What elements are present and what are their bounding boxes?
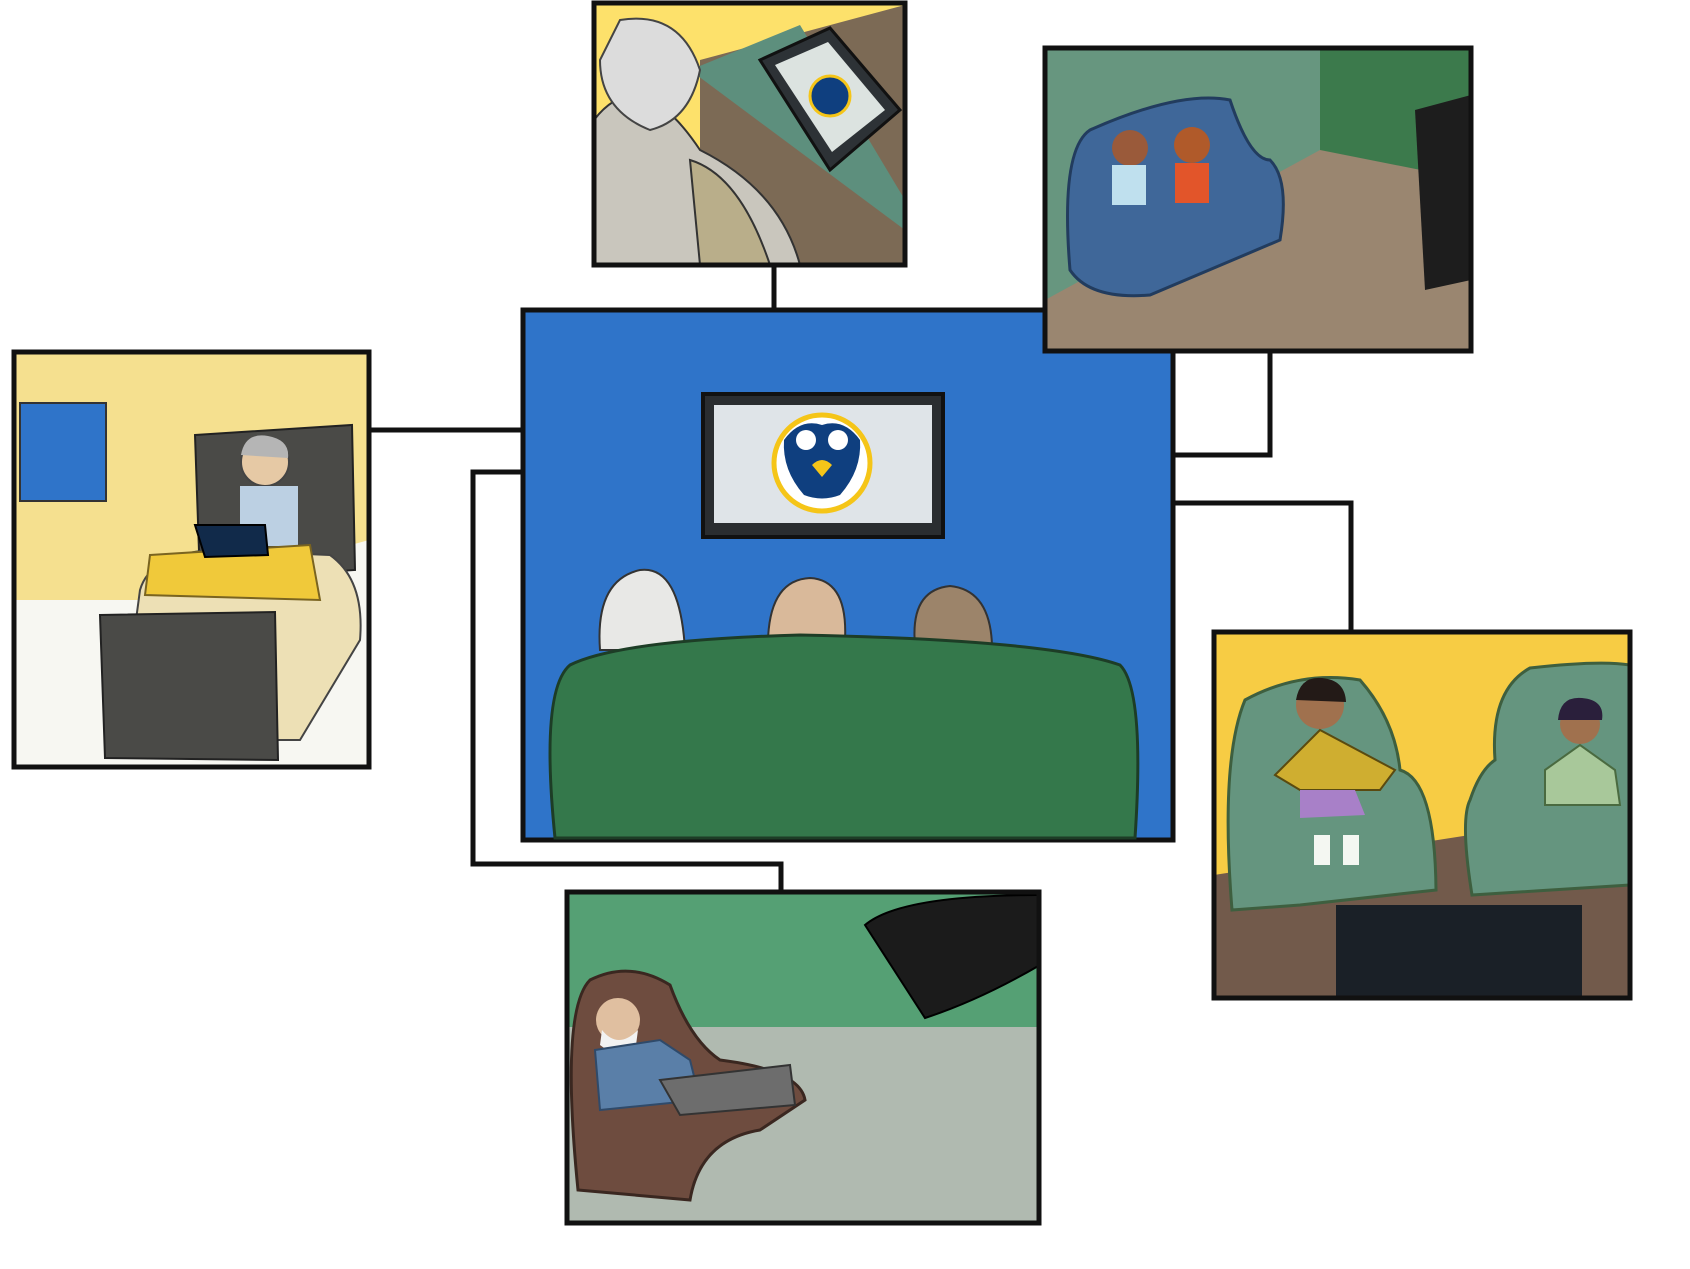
panel-tablet-viewer bbox=[591, 0, 908, 268]
panel-bed-laptop bbox=[11, 349, 372, 770]
panel-kids-sofa bbox=[1042, 45, 1474, 354]
viewer-head-bald bbox=[766, 576, 847, 641]
center-panel-living-room bbox=[520, 307, 1176, 843]
viewer-head-curly bbox=[913, 584, 994, 646]
ceiling-tv bbox=[863, 894, 1039, 1020]
viewer-head-white-hair bbox=[598, 568, 687, 651]
panel-recliner bbox=[564, 889, 1042, 1226]
tablet bbox=[757, 26, 903, 173]
laptop bbox=[193, 524, 270, 559]
panel-armchairs bbox=[1211, 629, 1633, 1001]
couch bbox=[548, 633, 1140, 840]
television bbox=[701, 392, 945, 539]
hands-heart-logo-icon bbox=[808, 74, 852, 118]
hands-heart-logo-icon bbox=[771, 412, 873, 514]
